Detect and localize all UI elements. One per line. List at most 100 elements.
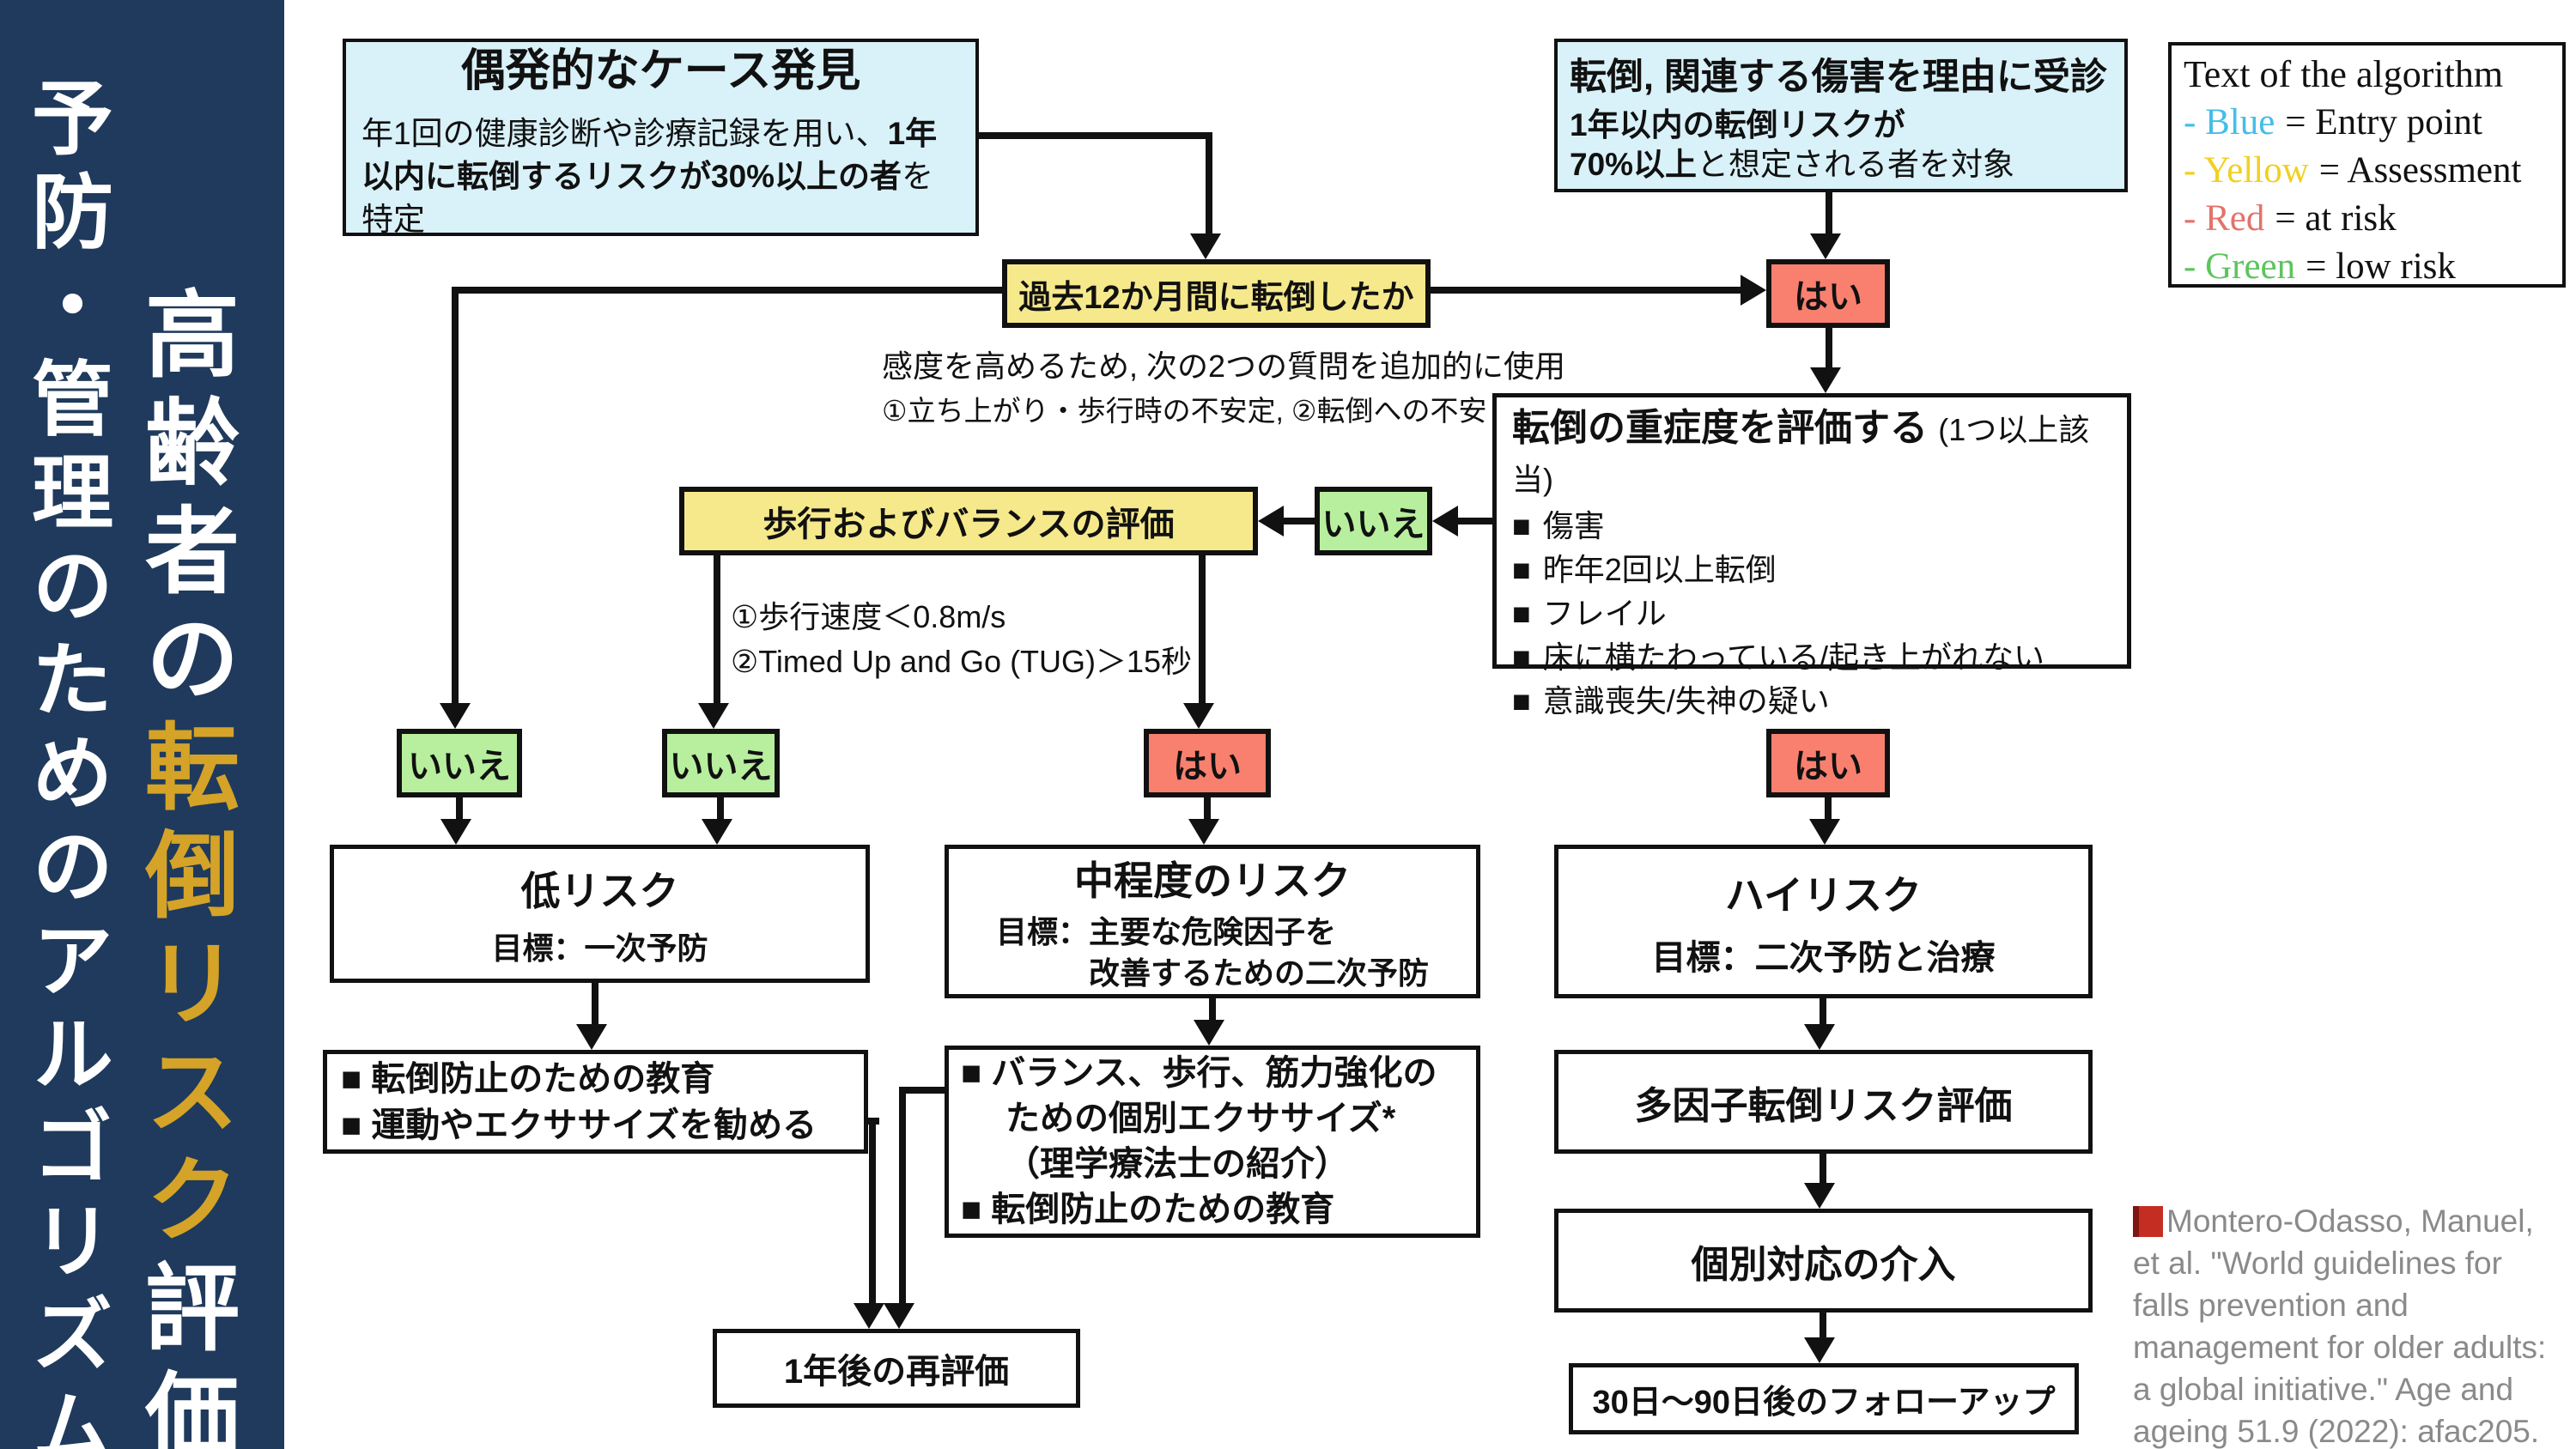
legend-box: Text of the algorithm - Blue= Entry poin…: [2168, 42, 2566, 288]
connector-education-elbow-v: [869, 1118, 876, 1303]
legend-word-yellow: - Yellow: [2184, 150, 2309, 191]
square-bullet-icon: ■: [1512, 683, 1531, 718]
node-presenting-with-fall: 転倒, 関連する傷害を理由に受診 1年以内の転倒リスクが 70%以上と想定される…: [1554, 39, 2128, 192]
severity-item-frailty: ■ フレイル: [1512, 591, 1667, 635]
node-fall-severity-assessment: 転倒の重症度を評価する (1つ以上該当) ■傷害 ■昨年2回以上転倒 ■フレイル…: [1492, 393, 2131, 718]
moderate-goal-line1: 目標：主要な危険因子を: [995, 913, 1336, 949]
arrowhead-into-low-risk-2: [702, 819, 732, 845]
incidental-body-normal1: 年1回の健康診断や診療記録を用い、: [361, 115, 888, 151]
sensitivity-note-2: ①立ち上がり・歩行時の不安定, ②転倒への不安: [882, 395, 1487, 427]
citation-text: Montero-Odasso, Manuel, et al. "World gu…: [2133, 1203, 2547, 1449]
connector-yes-severity-down: [1825, 797, 1832, 819]
decision-yes-top: はい: [1766, 259, 1890, 328]
square-bullet-icon: ■: [1512, 640, 1531, 675]
legend-word-blue: - Blue: [2184, 102, 2275, 142]
node-high-risk: ハイリスク 目標：二次予防と治療: [1554, 845, 2093, 998]
arrowhead-into-reassess-1: [854, 1303, 884, 1329]
legend-title: Text of the algorithm: [2184, 53, 2504, 95]
connector-severity-to-no: [1458, 518, 1492, 524]
connector-multifactor-to-individual: [1820, 1154, 1826, 1183]
arrowhead-into-high-risk: [1809, 819, 1840, 845]
connector-yes-gait-down: [1204, 797, 1211, 819]
arrowhead-into-no-mid: [1432, 506, 1458, 537]
decision-no-mid: いいえ: [1315, 487, 1432, 555]
severity-item-injury: ■傷害: [1512, 504, 1605, 548]
legend-item-green: - Green= low risk: [2184, 243, 2456, 291]
connector-no-gait-down: [717, 797, 724, 819]
education-line2: ■ 運動やエクササイズを勧める: [341, 1106, 817, 1144]
arrowhead-into-followup: [1804, 1337, 1835, 1363]
severity-item-text: 傷害: [1542, 508, 1605, 543]
title-gold: 転倒リスク: [131, 718, 236, 1258]
arrowhead-into-fallen-question: [1190, 233, 1221, 259]
decision-yes-gait: はい: [1144, 729, 1271, 797]
node-reassess-1-year: 1年後の再評価: [713, 1329, 1080, 1408]
sensitivity-note-1: 感度を高めるため, 次の2つの質問を追加的に使用: [882, 349, 1566, 384]
severity-title-bold: 転倒の重症度を評価する: [1512, 407, 1928, 449]
presenting-line2: 70%以上と想定される者を対象: [1570, 145, 2014, 185]
exercise-line3: （理学療法士の紹介）: [1005, 1145, 1349, 1183]
decision-yes-severity: はい: [1766, 729, 1890, 797]
arrowhead-into-moderate-risk: [1188, 819, 1219, 845]
severity-item-loss-of-consciousness: ■ 意識喪失/失神の疑い: [1512, 679, 1830, 723]
connector-question-to-yes: [1431, 287, 1741, 294]
connector-question-no-h: [455, 287, 1002, 294]
connector-low-to-education: [592, 983, 598, 1024]
legend-word-red: - Red: [2184, 198, 2265, 239]
severity-title-paren: (1つ以上該当): [1512, 412, 2090, 497]
moderate-risk-goals: 目標：主要な危険因子を 改善するための二次予防: [996, 912, 1429, 994]
arrowhead-into-no-gait: [698, 703, 729, 729]
legend-word-green: - Green: [2184, 246, 2296, 287]
connector-yes-to-severity: [1826, 328, 1832, 367]
connector-question-no-v: [452, 287, 459, 703]
arrowhead-right-yes-top: [1741, 275, 1766, 306]
node-incidental-case-finding: 偶発的なケース発見 年1回の健康診断や診療記録を用い、1年以内に転倒するリスクが…: [343, 39, 979, 237]
node-education-exercise: ■ 転倒防止のための教育 ■ 運動やエクササイズを勧める: [323, 1050, 868, 1154]
severity-item-text: 床に横たわっている/起き上がれない: [1542, 640, 2044, 675]
high-risk-goal: 目標：二次予防と治療: [1651, 938, 1996, 977]
connector-blue1-elbow-h: [979, 132, 1212, 139]
node-followup-30-90-days: 30日〜90日後のフォローアップ: [1569, 1363, 2079, 1434]
severity-item-text: フレイル: [1542, 596, 1667, 631]
title-post: 評価: [131, 1258, 236, 1449]
severity-item-text: 意識喪失/失神の疑い: [1542, 683, 1830, 718]
gait-note-2: ②Timed Up and Go (TUG)＞15秒: [731, 644, 1193, 679]
connector-high-to-multifactor: [1820, 998, 1826, 1024]
severity-item-two-falls: ■昨年2回以上転倒: [1512, 548, 1777, 591]
presenting-line2-rest: と想定される者を対象: [1697, 146, 2015, 182]
incidental-body-bold: 1年以内に転倒するリスクが30%以上の者: [361, 115, 938, 194]
arrowhead-into-individual: [1804, 1183, 1835, 1209]
connector-exercise-elbow-h: [902, 1087, 945, 1094]
node-moderate-risk: 中程度のリスク 目標：主要な危険因子を 改善するための二次予防: [945, 845, 1480, 998]
presenting-title: 転倒, 関連する傷害を理由に受診: [1570, 56, 2107, 98]
connector-blue1-elbow-v: [1206, 132, 1212, 233]
arrowhead-into-yes-top: [1810, 233, 1841, 259]
connector-gait-no-down: [714, 555, 720, 703]
moderate-goal-line2: 改善するための二次予防: [1088, 955, 1429, 991]
sidebar-subtitle: 予防・管理のためのアルゴリズム: [20, 76, 111, 1449]
severity-item-lying-on-floor: ■ 床に横たわっている/起き上がれない: [1512, 635, 2044, 679]
legend-desc-red: = at risk: [2275, 198, 2397, 239]
node-fallen-past-12-months: 過去12か月間に転倒したか: [1002, 259, 1431, 328]
education-line1: ■ 転倒防止のための教育: [341, 1059, 715, 1098]
citation: Montero-Odasso, Manuel, et al. "World gu…: [2133, 1200, 2567, 1449]
presenting-line1: 1年以内の転倒リスクが: [1570, 106, 1905, 142]
arrowhead-into-education: [576, 1024, 607, 1050]
node-multifactorial-assessment: 多因子転倒リスク評価: [1554, 1050, 2093, 1154]
legend-desc-yellow: = Assessment: [2318, 150, 2522, 191]
arrowhead-into-multifactor: [1804, 1024, 1835, 1050]
arrowhead-into-exercise: [1194, 1020, 1224, 1046]
square-bullet-icon: ■: [1512, 552, 1531, 587]
gait-note-1: ①歩行速度＜0.8m/s: [731, 599, 1006, 634]
arrowhead-into-gait: [1258, 506, 1284, 537]
incidental-body-normal2: を特定: [361, 158, 934, 237]
legend-desc-blue: = Entry point: [2285, 102, 2482, 142]
connector-moderate-to-exercise: [1209, 998, 1216, 1020]
legend-item-yellow: - Yellow= Assessment: [2184, 147, 2521, 195]
title-pre: 高齢者の: [131, 285, 236, 718]
decision-no-gait: いいえ: [662, 729, 780, 797]
low-risk-goal: 目標：一次予防: [491, 930, 708, 966]
square-bullet-icon: ■: [1512, 596, 1531, 631]
connector-blue2-down: [1826, 192, 1832, 233]
